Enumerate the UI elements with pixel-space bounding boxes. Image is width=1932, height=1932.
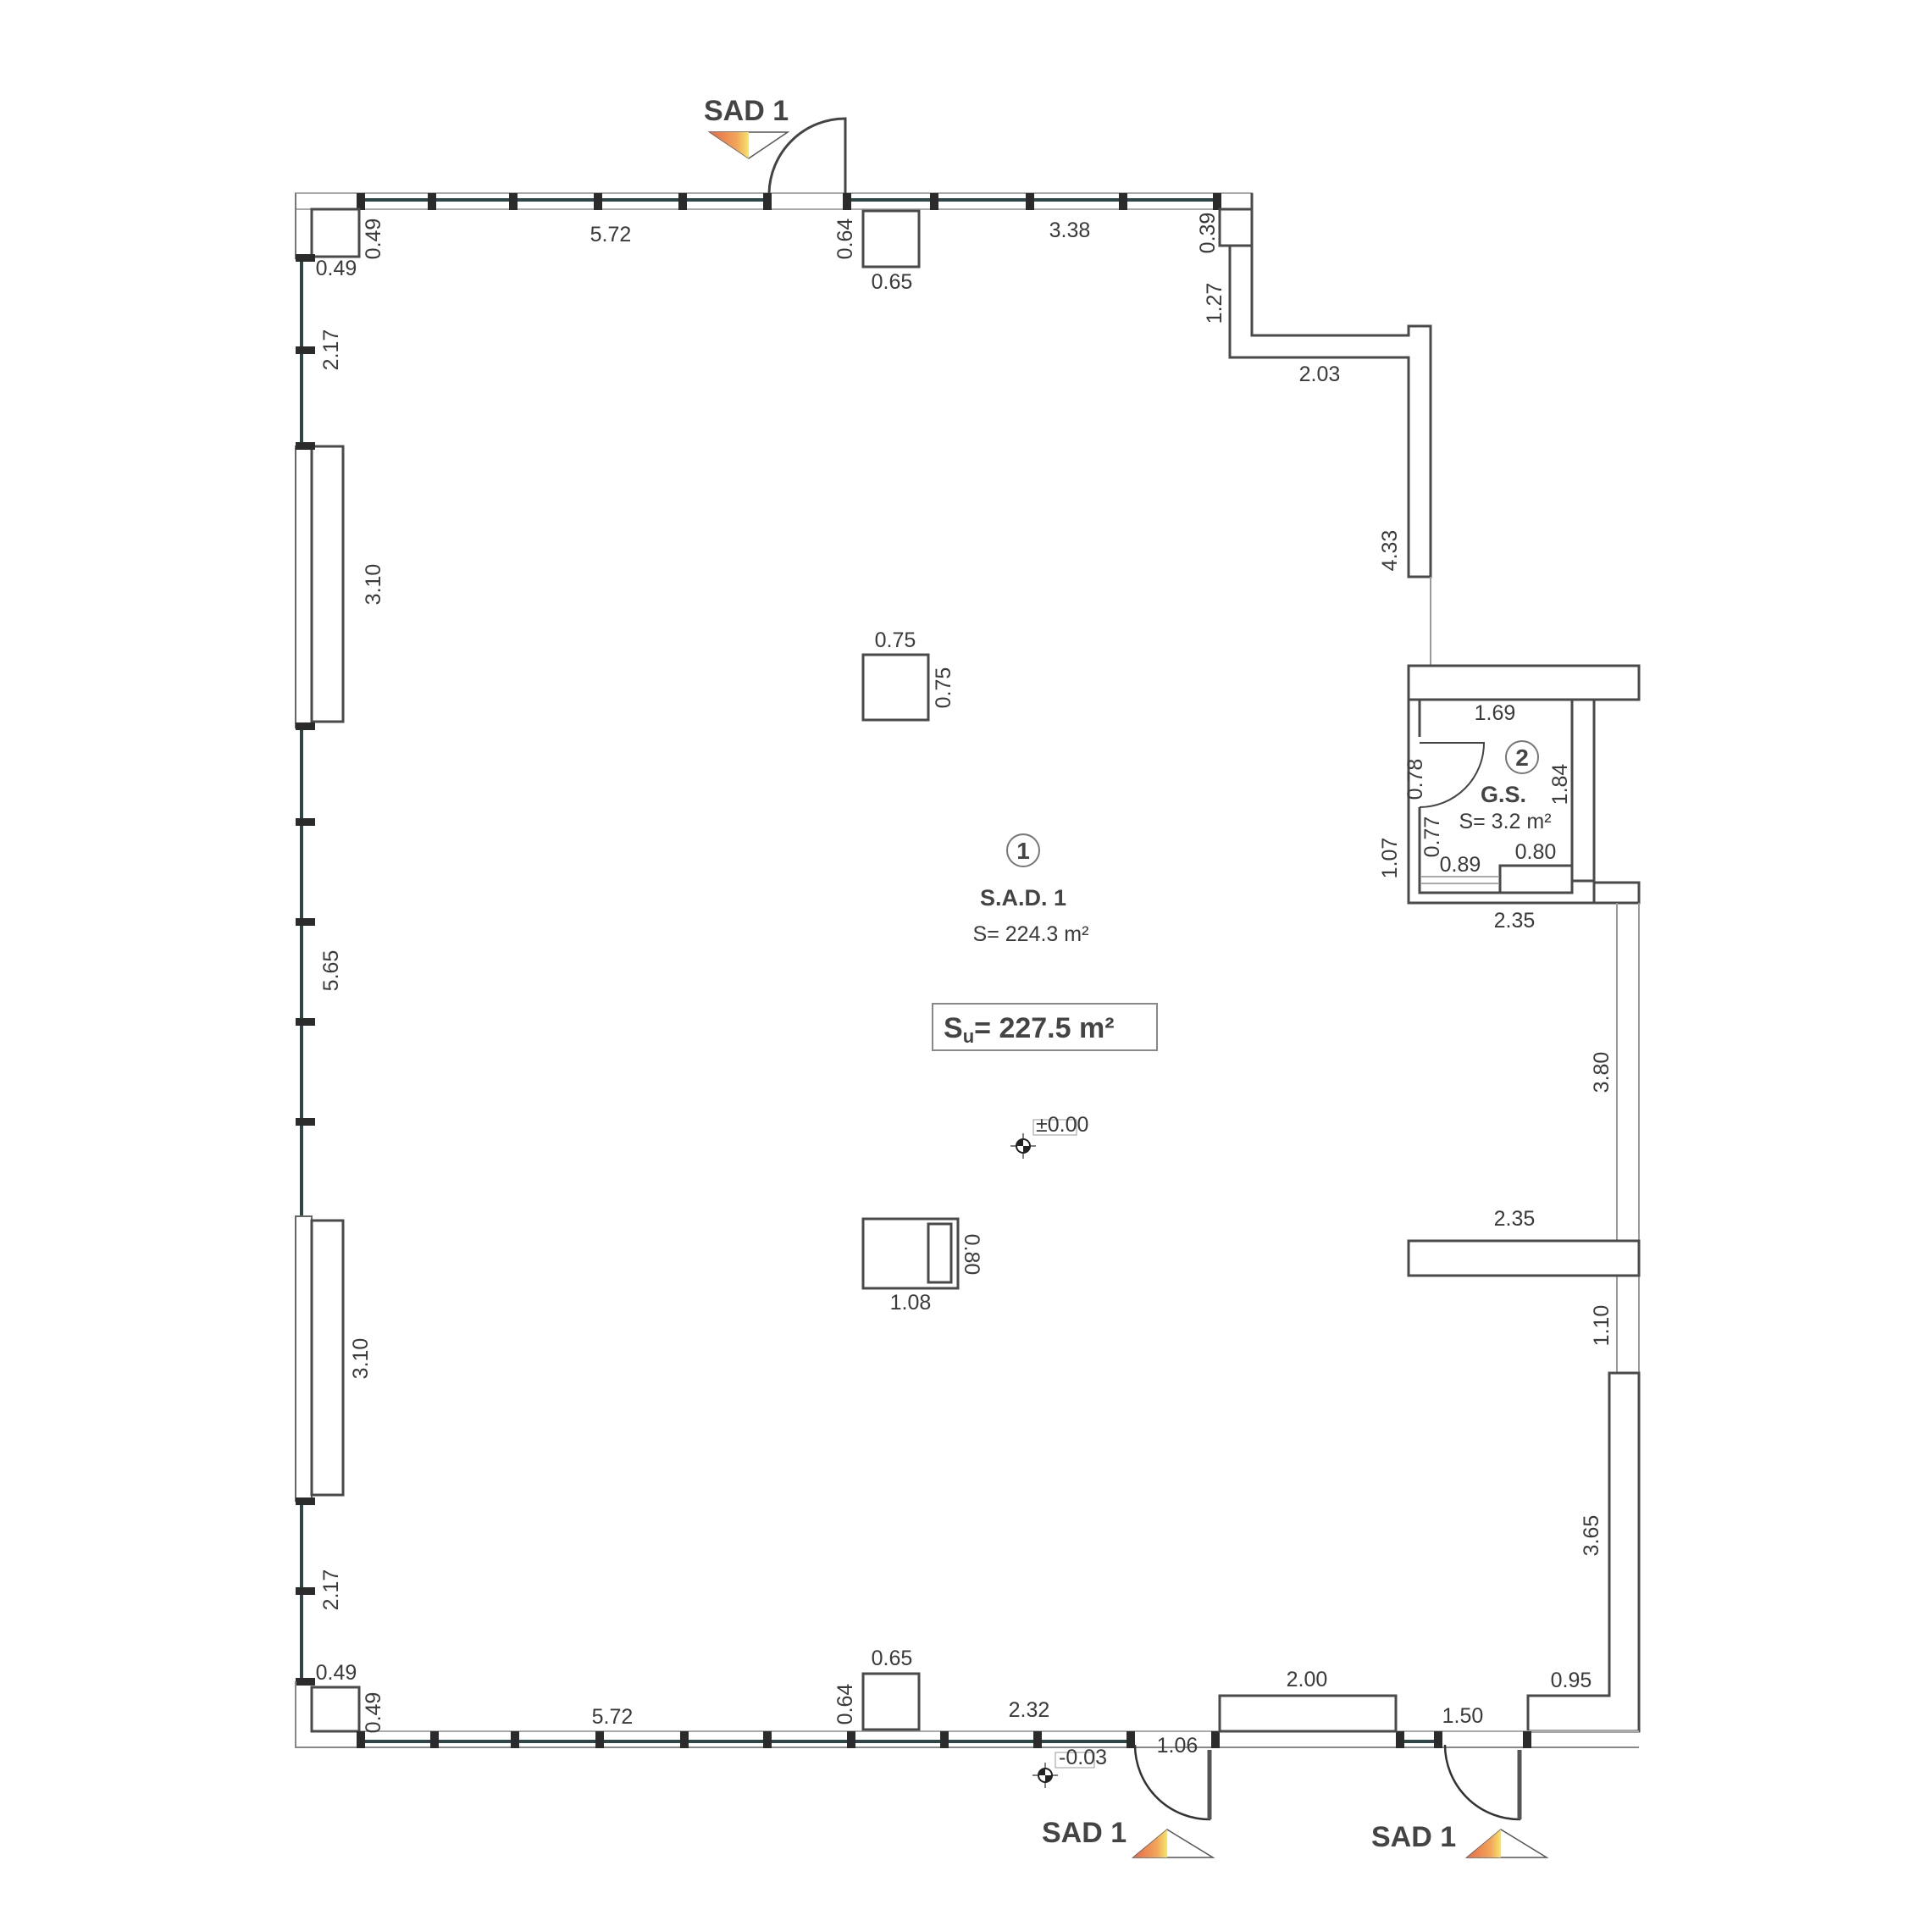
column-center bbox=[861, 653, 930, 722]
dim-label: 0.77 bbox=[1420, 817, 1444, 858]
dim-label: 0.75 bbox=[875, 628, 916, 652]
partition-slab bbox=[1407, 1239, 1641, 1277]
gs-room bbox=[1407, 664, 1641, 905]
dim-label: 0.49 bbox=[362, 219, 385, 260]
dim-label: 0.65 bbox=[872, 270, 913, 294]
column-top bbox=[861, 209, 921, 268]
level-entrance-value: -0.03 bbox=[1059, 1746, 1107, 1769]
room-1-name: S.A.D. 1 bbox=[980, 885, 1066, 911]
dim-label: 3.38 bbox=[1049, 219, 1091, 242]
room-1-number: 1 bbox=[1016, 838, 1030, 864]
left-wall bbox=[295, 254, 345, 1686]
dim-label: 0.89 bbox=[1440, 853, 1481, 877]
dim-label: 1.10 bbox=[1590, 1305, 1614, 1347]
room-1-marker bbox=[1006, 833, 1040, 867]
dim-label: 0.80 bbox=[960, 1234, 983, 1276]
right-jog-wall bbox=[1218, 193, 1432, 578]
dim-label: 0.49 bbox=[316, 1661, 357, 1685]
dim-label: 3.10 bbox=[362, 564, 385, 606]
door-tag-top: SAD 1 bbox=[704, 95, 789, 127]
dim-label: 0.65 bbox=[872, 1647, 913, 1670]
useful-area-box bbox=[932, 1003, 1158, 1051]
dim-label: 1.69 bbox=[1475, 701, 1516, 725]
dim-label: 5.72 bbox=[590, 223, 632, 246]
dim-label: 3.65 bbox=[1580, 1515, 1603, 1557]
dim-label: 1.07 bbox=[1378, 838, 1402, 879]
dim-label: 0.64 bbox=[833, 219, 857, 260]
room-2-marker bbox=[1505, 740, 1539, 774]
room-2-name: G.S. bbox=[1481, 782, 1526, 807]
column-bottom bbox=[861, 1672, 921, 1731]
dim-label: 0.80 bbox=[1515, 840, 1557, 864]
dim-label: 2.32 bbox=[1009, 1698, 1050, 1722]
dim-label: 0.78 bbox=[1403, 759, 1427, 800]
dim-label: 0.64 bbox=[833, 1684, 857, 1725]
level-marker-floor-icon bbox=[1010, 1119, 1077, 1159]
dim-label: 1.84 bbox=[1548, 764, 1572, 805]
bottom-wall bbox=[295, 1681, 1639, 1748]
dim-label: 0.39 bbox=[1196, 213, 1220, 254]
column-center-lower bbox=[861, 1217, 960, 1290]
dim-label: 0.75 bbox=[932, 667, 955, 709]
level-floor-value: ±0.00 bbox=[1036, 1113, 1088, 1137]
door-tag-bottom-2: SAD 1 bbox=[1371, 1821, 1456, 1853]
dim-label: 1.27 bbox=[1203, 283, 1226, 324]
dim-label: 5.65 bbox=[319, 950, 343, 992]
dim-label: 5.72 bbox=[592, 1705, 634, 1729]
dim-label: 0.49 bbox=[316, 257, 357, 280]
room-1-area: S= 224.3 m² bbox=[973, 922, 1089, 946]
useful-area-label: Su= 227.5 m² bbox=[944, 1012, 1115, 1047]
dim-label: 1.06 bbox=[1157, 1734, 1199, 1758]
dim-label: 3.10 bbox=[349, 1338, 373, 1380]
dim-label: 2.00 bbox=[1287, 1668, 1328, 1691]
door-tag-top-icon bbox=[707, 131, 790, 159]
door-tag-bottom-1-icon bbox=[1131, 1829, 1215, 1858]
top-wall bbox=[295, 192, 1253, 210]
dim-label: 2.17 bbox=[319, 329, 343, 371]
dim-label: 2.03 bbox=[1299, 363, 1341, 386]
room-2-area: S= 3.2 m² bbox=[1459, 810, 1551, 833]
dim-label: 0.49 bbox=[362, 1692, 385, 1734]
dim-label: 2.35 bbox=[1494, 909, 1536, 933]
right-glazing bbox=[1592, 881, 1641, 1373]
dim-label: 0.95 bbox=[1551, 1669, 1592, 1692]
dim-label: 3.80 bbox=[1590, 1052, 1614, 1093]
door-tag-bottom-2-icon bbox=[1464, 1829, 1549, 1858]
top-door[interactable] bbox=[767, 117, 847, 194]
gs-door[interactable] bbox=[1419, 742, 1486, 808]
level-marker-entrance-icon bbox=[1032, 1752, 1095, 1788]
corner-column-top-left bbox=[310, 208, 361, 258]
door-tag-bottom-1: SAD 1 bbox=[1042, 1817, 1127, 1849]
dim-label: 4.33 bbox=[1378, 530, 1402, 572]
dim-label: 2.17 bbox=[319, 1569, 343, 1611]
dim-label: 1.50 bbox=[1442, 1704, 1484, 1728]
dim-label: 1.08 bbox=[890, 1291, 932, 1315]
entrance-door-1[interactable] bbox=[1133, 1744, 1212, 1821]
entrance-door-2[interactable] bbox=[1443, 1744, 1522, 1821]
room-2-number: 2 bbox=[1515, 745, 1529, 771]
dim-label: 2.35 bbox=[1494, 1207, 1536, 1231]
